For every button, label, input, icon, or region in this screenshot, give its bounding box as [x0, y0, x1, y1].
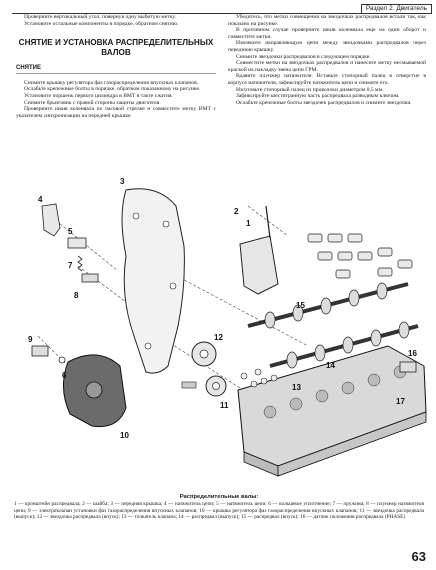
- section-header: Раздел 2. Двигатель: [360, 4, 432, 14]
- intake-camshaft-shape: [247, 282, 409, 329]
- callout-label: 1: [246, 219, 251, 228]
- tensioner-shape: [41, 203, 61, 237]
- solenoid-valve-shape: [31, 345, 49, 357]
- callout-label: 13: [292, 383, 301, 392]
- callout-label: 11: [220, 401, 229, 410]
- callout-label: 5: [68, 227, 73, 236]
- left-column: Проверните вертикальный угол, повернув о…: [16, 14, 216, 119]
- cam-sensor-shape: [399, 361, 417, 373]
- caption-text: 1 — кронштейн распредвала; 2 — шайба; 3 …: [14, 501, 424, 520]
- body-paragraph: Изготовьте стопорный палец из проволоки …: [236, 86, 384, 93]
- exhaust-sprocket-shape: [205, 375, 227, 397]
- intake-sprocket-shape: [191, 341, 217, 367]
- plunger-shape: [81, 273, 99, 283]
- body-paragraph: Совместите метки на звездочках распредва…: [228, 60, 426, 73]
- callout-label: 14: [326, 361, 335, 370]
- step-paragraph: Ослабьте крепежные болты в порядке, обра…: [24, 86, 201, 93]
- callout-label: 10: [120, 431, 129, 440]
- callout-label: 17: [396, 397, 405, 406]
- spring-shape: [77, 255, 83, 272]
- camshaft-bracket-shape: [239, 235, 279, 295]
- intro-paragraph: Проверните вертикальный угол, повернув о…: [24, 14, 176, 20]
- exploded-view-diagram: 1 2 3 4 5 6 7 8 9 10 11 12 13 14 15 16 1…: [28, 177, 427, 477]
- callout-labels: 1 2 3 4 5 6 7 8 9 10 11 12 13 14 15 16 1…: [28, 177, 417, 440]
- body-paragraph: Снимите звездочки распредвалов в следующ…: [236, 53, 371, 60]
- body-paragraph: В противном случае проверните шкив колен…: [228, 27, 426, 40]
- callout-label: 8: [74, 291, 79, 300]
- caption-title: Распределительные валы:: [179, 494, 259, 500]
- body-paragraph: Зафиксируйте шестигранную часть распредв…: [236, 93, 400, 100]
- intro-paragraph: Установите остальные компоненты в порядк…: [24, 20, 179, 27]
- step-paragraph: Снимите брызговик с правой стороны защит…: [24, 99, 161, 106]
- callout-label: 3: [120, 177, 125, 186]
- header-rule: [12, 13, 432, 14]
- callout-label: 7: [68, 261, 73, 270]
- callout-label: 16: [408, 349, 417, 358]
- callout-label: 15: [296, 301, 305, 310]
- body-paragraph: Извлеките направляющую цепи между звездо…: [228, 40, 426, 53]
- sprocket-bolt-shape: [181, 381, 197, 389]
- step-paragraph: Снимите крышку регулятора фаз газораспре…: [24, 79, 199, 86]
- front-cover-shape: [121, 188, 185, 374]
- body-paragraph: Вдавите плунжер натяжителя. Вставьте сто…: [228, 73, 426, 86]
- step-paragraph: Проверните шкив коленвала по часовой стр…: [16, 106, 216, 119]
- valve-tappets: [240, 368, 278, 388]
- figure-caption: Распределительные валы: 1 — кронштейн ра…: [14, 494, 424, 520]
- right-column: Убедитесь, что метки совмещения на звезд…: [228, 14, 426, 106]
- callout-label: 9: [28, 335, 33, 344]
- callout-label: 2: [234, 207, 239, 216]
- step-paragraph: Установите поршень первого цилиндра в ВМ…: [24, 92, 173, 99]
- subsection-heading: СНЯТИЕ: [16, 65, 216, 74]
- callout-label: 4: [38, 195, 43, 204]
- exhaust-camshaft-shape: [269, 321, 419, 369]
- callout-label: 12: [214, 333, 223, 342]
- page-number: 63: [411, 549, 426, 564]
- body-paragraph: Ослабьте крепежные болты звездочек распр…: [236, 99, 412, 106]
- callout-label: 6: [62, 371, 67, 380]
- tensioner-body-shape: [67, 237, 87, 249]
- body-paragraph: Убедитесь, что метки совмещения на звезд…: [228, 14, 426, 27]
- camshaft-caps: [307, 233, 413, 279]
- section-title: СНЯТИЕ И УСТАНОВКА РАСПРЕДЕЛИТЕЛЬНЫХ ВАЛ…: [18, 38, 214, 57]
